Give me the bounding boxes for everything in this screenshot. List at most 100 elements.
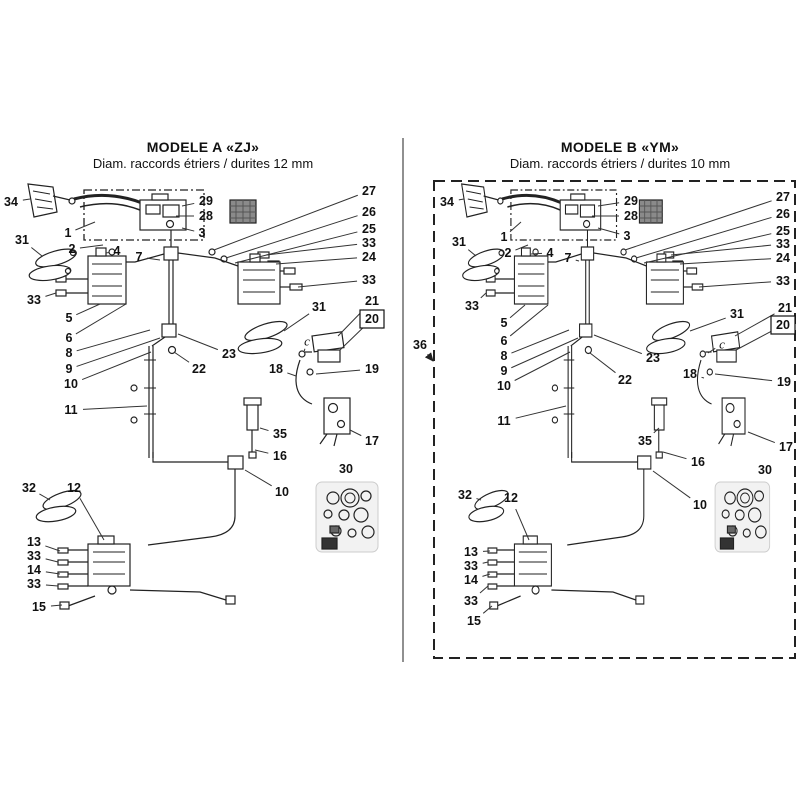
callout-leader [349, 429, 362, 437]
callout-label: 11 [64, 403, 77, 417]
callout-label: 33 [362, 273, 376, 287]
callout-label: 1 [501, 230, 508, 244]
callout-label: 3 [199, 226, 206, 240]
callout-leader [653, 427, 660, 434]
callout-leader [509, 221, 522, 233]
callout-leader [225, 215, 358, 259]
callout-label: 15 [467, 614, 481, 628]
callout-leader [476, 498, 482, 501]
callout-label: 8 [501, 349, 508, 363]
callout-label: 8 [66, 346, 73, 360]
callout-leader [689, 317, 726, 332]
callout-leader [635, 216, 772, 259]
callout-leader [259, 427, 269, 432]
callout-label: 35 [273, 427, 287, 441]
callout-label: 36 [413, 338, 427, 352]
callout-label: 25 [362, 222, 376, 236]
callout-leader [81, 351, 152, 381]
callout-label: 21 [365, 294, 379, 308]
callout-leader [75, 221, 96, 231]
callout-leader [244, 469, 272, 487]
callout-leader [735, 330, 773, 351]
callout-leader [597, 227, 620, 235]
callout-label: 31 [730, 307, 744, 321]
callout-label: c [719, 337, 725, 352]
callout-leader [482, 561, 489, 564]
callout-label: 15 [32, 600, 46, 614]
callout-label: 26 [362, 205, 376, 219]
callout-leader [275, 257, 358, 265]
callout-leader [146, 257, 161, 261]
callout-label: 33 [464, 559, 478, 573]
callout-label: 9 [66, 362, 73, 376]
callout-label: 27 [362, 184, 376, 198]
callout-label: 31 [15, 233, 29, 247]
callout-label: 29 [624, 194, 638, 208]
callout-label: 9 [501, 364, 508, 378]
callout-label: 6 [66, 331, 73, 345]
callout-leader [75, 303, 127, 335]
callout-leader [593, 334, 643, 355]
callout-leader [45, 292, 57, 297]
callout-leader [679, 258, 772, 265]
callout-leader [234, 231, 358, 264]
callout-leader [515, 405, 567, 419]
callout-leader [337, 309, 364, 337]
callout-label: 21 [778, 301, 792, 315]
callout-label: 3 [624, 229, 631, 243]
callout-label: 33 [27, 549, 41, 563]
callout-leader [50, 604, 63, 607]
callout-leader [515, 508, 530, 541]
callout-leader [22, 198, 31, 201]
callout-leader [283, 313, 310, 332]
callout-label: 33 [464, 594, 478, 608]
callout-leader [467, 249, 477, 257]
callout-label: 2 [505, 246, 512, 260]
callout-label: 33 [27, 293, 41, 307]
callout-label: 34 [4, 195, 18, 209]
callout-label: 14 [27, 563, 41, 577]
callout-label: 7 [136, 250, 143, 264]
callout-label: 24 [362, 250, 376, 264]
callout-label: 2 [69, 242, 76, 256]
callout-label: 6 [501, 334, 508, 348]
callout-label: 4 [547, 246, 554, 260]
callout-leader [339, 326, 364, 351]
callout-label: 18 [269, 362, 283, 376]
callout-label: 35 [638, 434, 652, 448]
model-b-subtitle: Diam. raccords étriers / durites 10 mm [509, 156, 731, 171]
callout-label: 22 [192, 362, 206, 376]
callout-label: 26 [776, 207, 790, 221]
callout-leader [303, 348, 306, 353]
callout-leader [514, 351, 571, 381]
callout-leader [181, 202, 195, 207]
model-a-header: MODELE A «ZJ» Diam. raccords étriers / d… [2, 139, 404, 171]
callout-label: 20 [365, 312, 379, 326]
callout-leader [254, 449, 269, 454]
callout-leader [589, 352, 616, 374]
model-b-dashed-frame [433, 180, 796, 659]
callout-leader [82, 405, 148, 410]
callout-leader [509, 304, 526, 319]
callout-leader [707, 347, 716, 354]
callout-leader [747, 431, 776, 444]
callout-label: 30 [339, 462, 353, 476]
callout-frame [359, 309, 385, 329]
callout-leader [509, 304, 549, 337]
callout-leader [643, 233, 772, 264]
model-a-title: MODELE A «ZJ» [146, 139, 260, 155]
callout-leader [698, 281, 772, 288]
callout-frame [770, 315, 796, 335]
callout-label: 33 [776, 237, 790, 251]
callout-leader [480, 292, 487, 299]
model-a-subtitle: Diam. raccords étriers / durites 12 mm [92, 156, 314, 171]
callout-label: 31 [452, 235, 466, 249]
callout-leader [511, 329, 570, 354]
callout-label: 10 [497, 379, 511, 393]
callout-leader [624, 200, 772, 251]
callout-leader [287, 372, 297, 377]
callout-leader [213, 194, 358, 251]
callout-leader [458, 198, 465, 201]
callout-leader [424, 352, 434, 362]
callout-leader [482, 573, 491, 577]
